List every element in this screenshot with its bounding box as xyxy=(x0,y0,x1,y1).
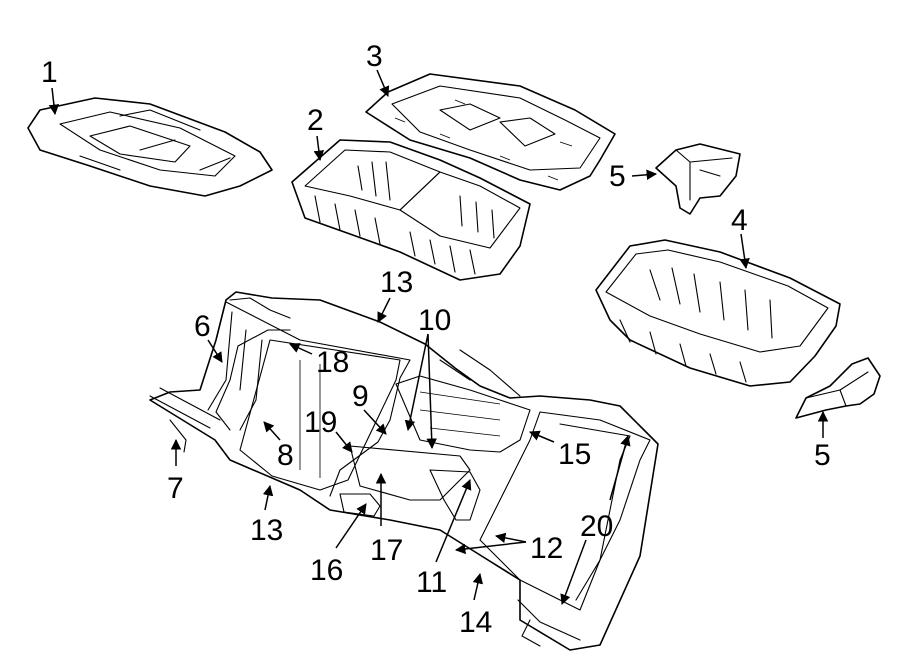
leader-14 xyxy=(472,572,483,601)
leader-2 xyxy=(313,135,325,162)
leader-18 xyxy=(289,343,313,355)
callout-6: 6 xyxy=(194,310,211,343)
callout-19: 19 xyxy=(304,406,337,439)
leader-13-lower xyxy=(262,484,274,511)
leader-11 xyxy=(435,479,472,563)
underbody-frame-assembly xyxy=(149,291,659,651)
part-2-seat-riser-pan xyxy=(291,139,531,281)
leader-12a xyxy=(494,532,527,544)
leader-16 xyxy=(335,503,367,549)
callout-20: 20 xyxy=(580,510,613,543)
callout-7: 7 xyxy=(167,472,184,505)
callout-labels: 1 2 3 4 5 5 6 7 8 9 10 11 12 13 13 14 15… xyxy=(41,40,831,639)
part-4-storage-tub xyxy=(595,239,841,387)
callout-10: 10 xyxy=(418,304,451,337)
callout-9: 9 xyxy=(352,380,369,413)
leader-20b xyxy=(560,539,587,605)
leader-10a xyxy=(404,333,429,432)
leader-3 xyxy=(376,69,390,97)
leader-12b xyxy=(454,541,527,555)
callout-12: 12 xyxy=(530,532,563,565)
leader-5-upper xyxy=(631,169,658,181)
leader-4 xyxy=(739,233,750,270)
callout-1: 1 xyxy=(41,56,58,89)
callout-14: 14 xyxy=(459,606,492,639)
callout-18: 18 xyxy=(316,346,349,379)
callout-8: 8 xyxy=(277,439,294,472)
callout-11: 11 xyxy=(416,566,447,599)
leader-1 xyxy=(48,87,60,116)
leader-19 xyxy=(335,431,353,453)
part-3-rear-floor-pan xyxy=(365,73,616,191)
callout-16: 16 xyxy=(310,554,343,587)
leader-8 xyxy=(263,421,281,441)
callout-13-upper: 13 xyxy=(380,266,413,299)
leader-6 xyxy=(207,339,223,363)
callout-5-lower: 5 xyxy=(814,439,831,472)
callout-15: 15 xyxy=(558,438,591,471)
part-5-bracket-lower xyxy=(795,357,881,419)
callout-17: 17 xyxy=(370,534,403,567)
callout-13-lower: 13 xyxy=(250,514,283,547)
leader-13-upper xyxy=(377,297,391,323)
callout-2: 2 xyxy=(307,104,324,137)
callout-5-upper: 5 xyxy=(609,160,626,193)
leader-15 xyxy=(529,430,555,443)
leader-20a xyxy=(609,434,631,501)
part-1-front-floor-pan xyxy=(27,97,273,197)
part-5-bracket-upper xyxy=(655,143,741,215)
callout-4: 4 xyxy=(731,204,748,237)
leader-lines xyxy=(48,69,829,605)
leader-10b xyxy=(426,333,437,450)
leader-9 xyxy=(363,409,387,435)
callout-3: 3 xyxy=(366,40,383,73)
